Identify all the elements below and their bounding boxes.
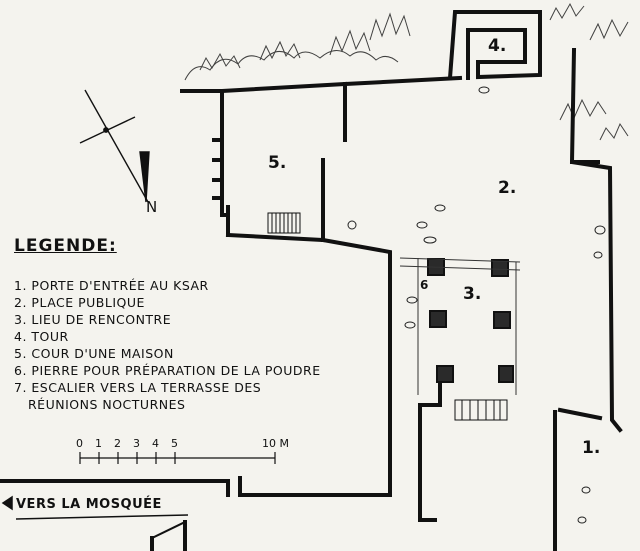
- direction-arrow: [1, 495, 189, 520]
- legend-item-7: 7. ESCALIER VERS LA TERRASSE DES: [14, 380, 262, 395]
- marker-1: 1.: [582, 438, 601, 458]
- scale-tick-1: 1: [95, 437, 102, 450]
- marker-6: 6: [420, 278, 429, 292]
- legend-item-5: 5. COUR D'UNE MAISON: [14, 346, 174, 361]
- marker-3: 3.: [463, 284, 482, 304]
- legend-item-6: 6. PIERRE POUR PRÉPARATION DE LA POUDRE: [14, 363, 321, 378]
- direction-label: VERS LA MOSQUÉE: [16, 497, 162, 512]
- meeting-pillars: [427, 258, 514, 383]
- legend-item-2: 2. PLACE PUBLIQUE: [14, 295, 145, 310]
- legend-item-1: 1. PORTE D'ENTRÉE AU KSAR: [14, 278, 209, 293]
- staircase-7: [454, 399, 508, 421]
- scale-tick-5: 5: [171, 437, 178, 450]
- marker-2: 2.: [498, 178, 517, 198]
- north-arrow: [79, 89, 150, 203]
- legend-item-4: 4. TOUR: [14, 329, 69, 344]
- vegetation-top: [184, 2, 629, 141]
- scale-tick-2: 2: [114, 437, 121, 450]
- legend-list: 1. PORTE D'ENTRÉE AU KSAR 2. PLACE PUBLI…: [14, 277, 321, 413]
- scale-tick-4: 4: [152, 437, 159, 450]
- scale-tick-0: 0: [76, 437, 83, 450]
- meeting-frame: [399, 257, 521, 395]
- walls: [0, 10, 623, 551]
- stones: [347, 86, 606, 524]
- marker-5: 5.: [268, 153, 287, 173]
- scale-tick-3: 3: [133, 437, 140, 450]
- legend-item-7-continued: RÉUNIONS NOCTURNES: [28, 397, 186, 412]
- marker-4: 4.: [488, 36, 507, 56]
- staircase-5: [267, 212, 301, 234]
- scale-bar: [79, 452, 276, 464]
- north-label: N: [146, 198, 158, 216]
- legend-item-3: 3. LIEU DE RENCONTRE: [14, 312, 172, 327]
- scale-end-label: 10 M: [262, 437, 289, 450]
- legend-title: LEGENDE:: [14, 236, 117, 256]
